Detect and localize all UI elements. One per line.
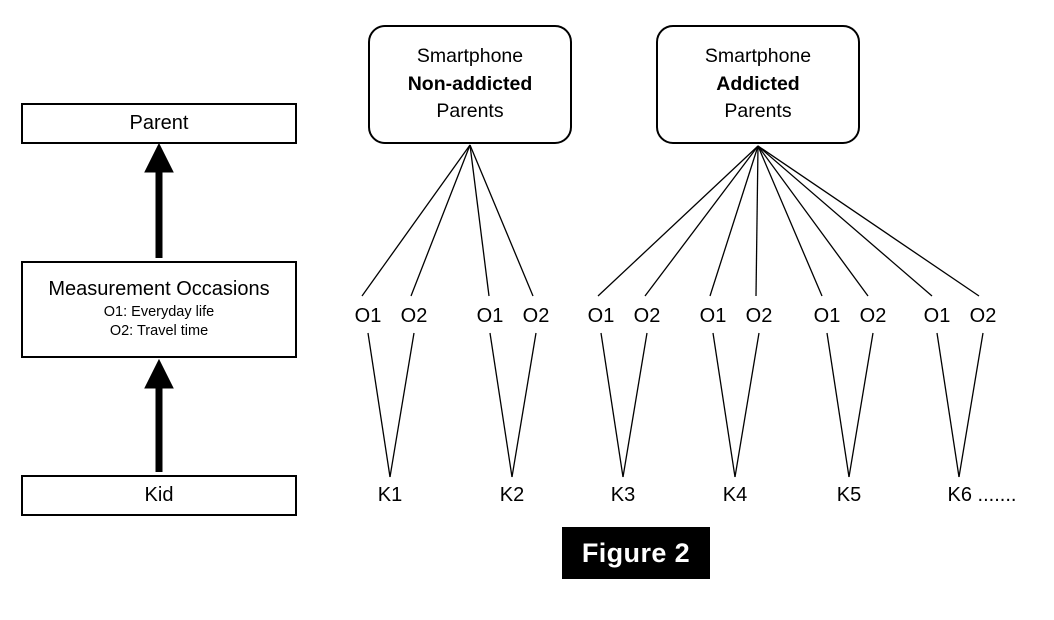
occasion-label-9: O1 bbox=[813, 305, 841, 327]
arrow-kid-to-measure bbox=[144, 358, 174, 472]
group-nonaddicted-parents: Smartphone Non-addicted Parents bbox=[368, 25, 572, 144]
group-addicted-line-1: Smartphone bbox=[704, 44, 812, 67]
fan-nonaddicted bbox=[361, 144, 534, 297]
measurement-occasion-o2: O2: Travel time bbox=[109, 323, 209, 340]
kid-label-k2: K2 bbox=[499, 484, 525, 506]
occasion-label-10: O2 bbox=[859, 305, 887, 327]
kid-label-k6: K6 ....... bbox=[947, 484, 1017, 506]
group-addicted-parents: Smartphone Addicted Parents bbox=[656, 25, 860, 144]
occasion-label-6: O2 bbox=[633, 305, 661, 327]
box-parent-title: Parent bbox=[129, 112, 189, 135]
box-measurement-occasions: Measurement Occasions O1: Everyday life … bbox=[21, 261, 297, 358]
measurement-occasion-o1: O1: Everyday life bbox=[103, 304, 215, 321]
kid-label-k4: K4 bbox=[722, 484, 748, 506]
occasion-label-3: O1 bbox=[476, 305, 504, 327]
box-parent: Parent bbox=[21, 103, 297, 144]
kid-label-k1: K1 bbox=[377, 484, 403, 506]
group-nonaddicted-line-2: Non-addicted bbox=[407, 72, 533, 95]
v-connectors bbox=[367, 332, 984, 478]
figure-caption: Figure 2 bbox=[562, 527, 710, 579]
group-addicted-line-2: Addicted bbox=[716, 72, 800, 95]
occasion-label-11: O1 bbox=[923, 305, 951, 327]
arrow-measure-to-parent bbox=[144, 142, 174, 258]
group-nonaddicted-line-3: Parents bbox=[436, 100, 504, 123]
occasion-label-7: O1 bbox=[699, 305, 727, 327]
occasion-label-2: O2 bbox=[400, 305, 428, 327]
box-measurement-occasions-title: Measurement Occasions bbox=[48, 277, 270, 300]
group-addicted-line-3: Parents bbox=[724, 100, 792, 123]
box-kid: Kid bbox=[21, 475, 297, 516]
group-nonaddicted-line-1: Smartphone bbox=[416, 44, 524, 67]
occasion-label-12: O2 bbox=[969, 305, 997, 327]
fan-addicted bbox=[597, 145, 980, 297]
occasion-label-1: O1 bbox=[354, 305, 382, 327]
box-kid-title: Kid bbox=[144, 484, 174, 507]
occasion-label-8: O2 bbox=[745, 305, 773, 327]
occasion-label-5: O1 bbox=[587, 305, 615, 327]
kid-label-k5: K5 bbox=[836, 484, 862, 506]
kid-label-k3: K3 bbox=[610, 484, 636, 506]
occasion-label-4: O2 bbox=[522, 305, 550, 327]
